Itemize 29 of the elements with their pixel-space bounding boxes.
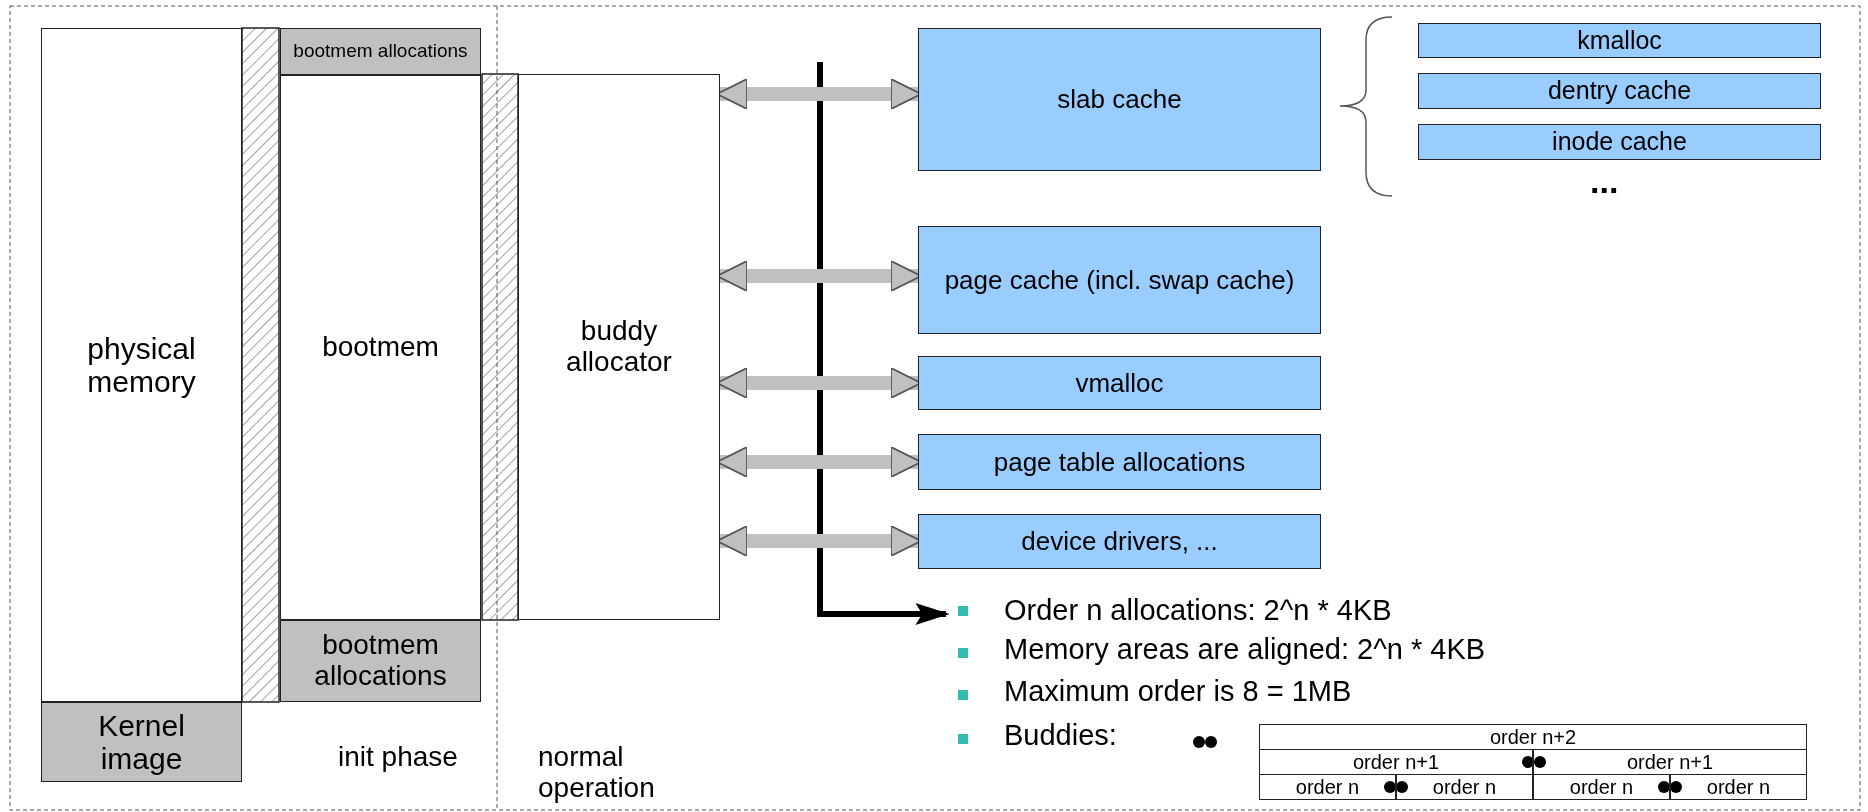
memory-block: bootmem allocations <box>280 620 481 702</box>
memory-block: bootmem allocations <box>280 28 481 75</box>
list-item-text: Memory areas are aligned: 2^n * 4KB <box>1004 634 1486 666</box>
process-box: dentry cache <box>1418 73 1821 109</box>
table-cell: order n+1 <box>1259 749 1533 775</box>
table-cell: order n+2 <box>1259 724 1807 750</box>
table-cell: order n+1 <box>1533 749 1807 775</box>
list-item-text: Buddies: <box>1004 720 1117 752</box>
table-cell: order n <box>1396 774 1533 800</box>
process-box: kmalloc <box>1418 23 1821 58</box>
process-box: slab cache <box>918 28 1321 171</box>
memory-block: physical memory <box>41 28 242 702</box>
arrow <box>817 62 949 625</box>
process-box: page cache (incl. swap cache) <box>918 226 1321 334</box>
process-box: device drivers, ... <box>918 514 1321 569</box>
process-box: inode cache <box>1418 124 1821 160</box>
list-item-text: Maximum order is 8 = 1MB <box>1004 676 1352 708</box>
memory-block: bootmem <box>280 75 481 620</box>
list-item-text: Order n allocations: 2^n * 4KB <box>1004 592 1392 630</box>
table-cell: order n <box>1670 774 1807 800</box>
allocator-block: buddy allocator <box>518 74 720 620</box>
table-cell: order n <box>1259 774 1396 800</box>
table-cell: order n <box>1533 774 1670 800</box>
process-box: page table allocations <box>918 434 1321 490</box>
phase-label: init phase <box>338 742 459 773</box>
memory-block: Kernel image <box>41 702 242 782</box>
ellipsis-text: ... <box>1590 163 1619 201</box>
process-box: vmalloc <box>918 356 1321 410</box>
phase-label: normal operation <box>538 742 656 804</box>
